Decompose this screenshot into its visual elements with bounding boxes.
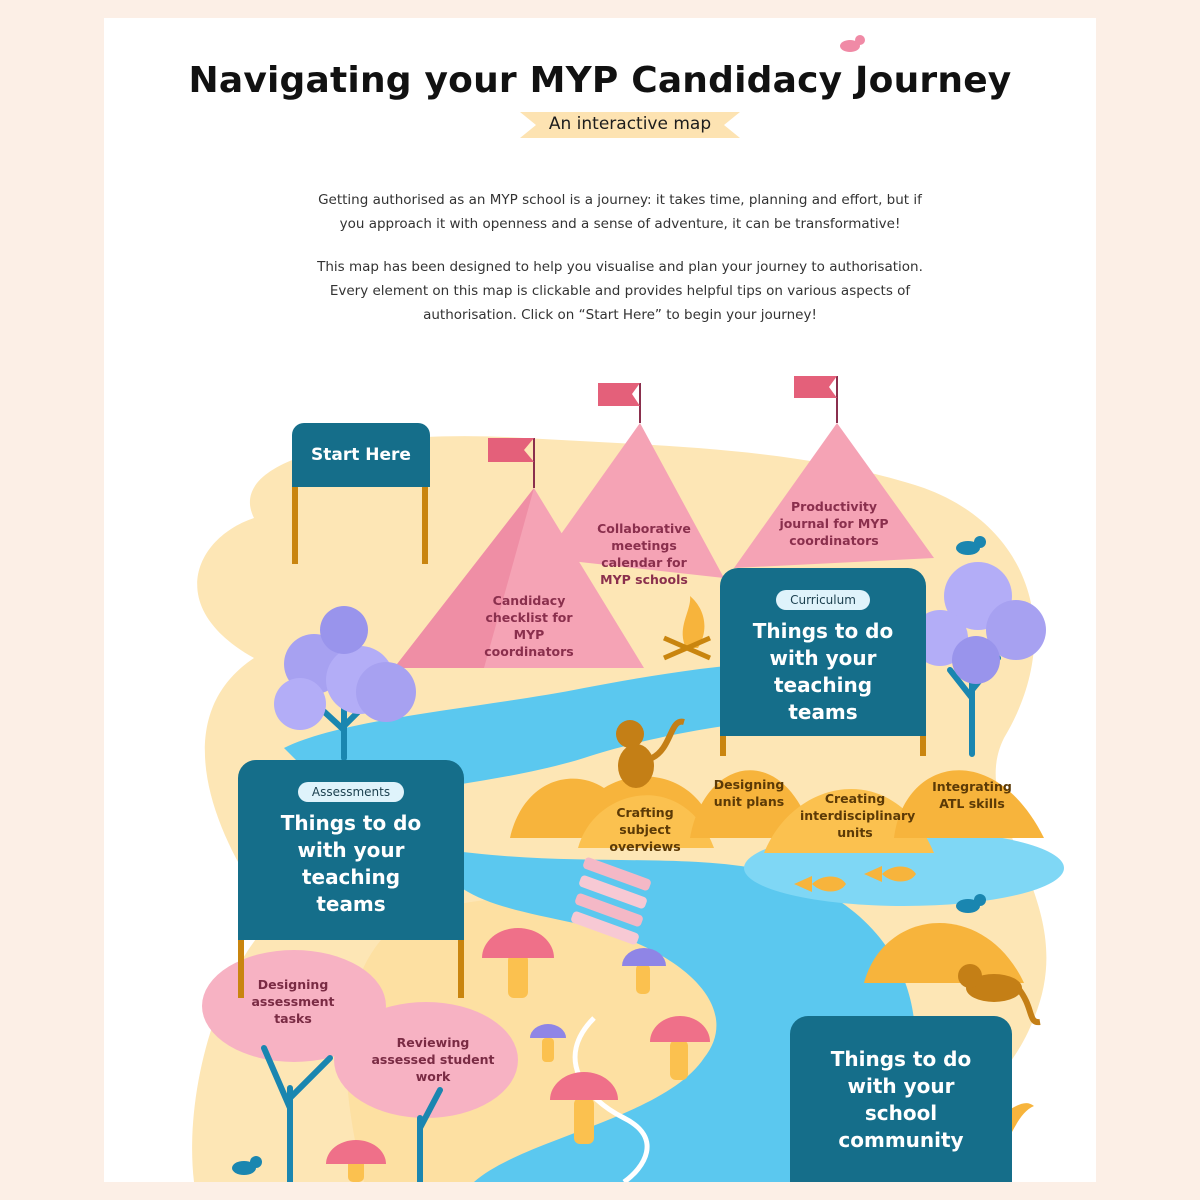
monkey-right-icon xyxy=(958,964,1041,1026)
curriculum-sign[interactable]: Curriculum Things to do with your teachi… xyxy=(720,568,926,736)
start-sign-post-right xyxy=(422,486,428,564)
tent-checklist xyxy=(394,438,644,668)
curriculum-sign-label: Things to do with your teaching teams xyxy=(752,619,894,724)
community-sign-label: Things to do with your school community xyxy=(830,1047,972,1152)
mushroom-4 xyxy=(550,1072,618,1144)
start-here-label: Start Here xyxy=(311,445,411,465)
tent-calendar xyxy=(544,383,724,578)
hill-interdisciplinary-label[interactable]: Creating interdisciplinary units xyxy=(800,791,916,840)
subtitle-ribbon xyxy=(520,112,740,138)
page-card: Navigating your MYP Candidacy Journey An… xyxy=(104,18,1096,1182)
intro-text: Getting authorised as an MYP school is a… xyxy=(314,188,926,346)
bird-icon-pond xyxy=(956,894,986,913)
intro-paragraph-1: Getting authorised as an MYP school is a… xyxy=(318,192,922,232)
subtitle-ribbon-label-wrap: An interactive map xyxy=(520,108,740,142)
curriculum-sign-post-right xyxy=(920,734,926,756)
mushroom-1 xyxy=(482,928,554,998)
hill-overviews-label[interactable]: Crafting subject overviews xyxy=(609,805,681,854)
mushroom-6 xyxy=(326,1140,386,1182)
start-sign-post-left xyxy=(292,486,298,564)
assessments-sign-label: Things to do with your teaching teams xyxy=(280,811,422,916)
curriculum-sign-post-left xyxy=(720,734,726,756)
bush-assessment-tasks xyxy=(202,950,386,1062)
bush-student-work xyxy=(334,1002,518,1118)
tree-right xyxy=(912,562,1046,757)
tent-journal-label[interactable]: Productivity journal for MYP coordinator… xyxy=(779,499,889,548)
mushroom-3 xyxy=(650,1016,710,1080)
hill-atl-label[interactable]: Integrating ATL skills xyxy=(932,779,1012,811)
fish-left xyxy=(794,876,846,892)
assessments-tag: Assessments xyxy=(297,782,405,802)
community-sign[interactable]: Things to do with your school community xyxy=(790,1016,1012,1182)
tree-left xyxy=(274,606,416,761)
curriculum-tag: Curriculum xyxy=(776,590,870,610)
page-title: Navigating your MYP Candidacy Journey xyxy=(188,60,1012,101)
hill-unit-plans-label[interactable]: Designing unit plans xyxy=(713,777,785,809)
bush-assessment-tasks-label[interactable]: Designing assessment tasks xyxy=(251,977,335,1026)
assessments-sign-post-left xyxy=(238,938,244,998)
start-here-button[interactable]: Start Here xyxy=(292,423,430,487)
bush-student-work-label[interactable]: Reviewing assessed student work xyxy=(371,1035,495,1084)
bird-icon-right xyxy=(956,536,986,555)
intro-paragraph-2: This map has been designed to help you v… xyxy=(317,259,923,323)
monkey-icon xyxy=(616,718,685,788)
tent-calendar-label[interactable]: Collaborative meetings calendar for MYP … xyxy=(597,521,691,587)
campfire xyxy=(663,596,711,661)
subtitle: An interactive map xyxy=(548,114,712,134)
bird-icon-title xyxy=(840,35,865,52)
tent-checklist-label[interactable]: Candidacy checklist for MYP coordinators xyxy=(484,593,574,659)
assessments-sign-post-right xyxy=(458,938,464,998)
tent-journal xyxy=(734,376,934,568)
branch-left xyxy=(261,1045,333,1182)
branch-right xyxy=(417,1087,443,1182)
river-path-white xyxy=(572,1016,650,1182)
bridge xyxy=(571,857,651,945)
hills xyxy=(510,770,1044,983)
assessments-sign[interactable]: Assessments Things to do with your teach… xyxy=(238,760,464,940)
bird-icon-bottom xyxy=(232,1156,262,1175)
mushroom-5 xyxy=(530,1024,566,1062)
fish-right xyxy=(864,866,916,882)
mushroom-2 xyxy=(622,948,666,994)
